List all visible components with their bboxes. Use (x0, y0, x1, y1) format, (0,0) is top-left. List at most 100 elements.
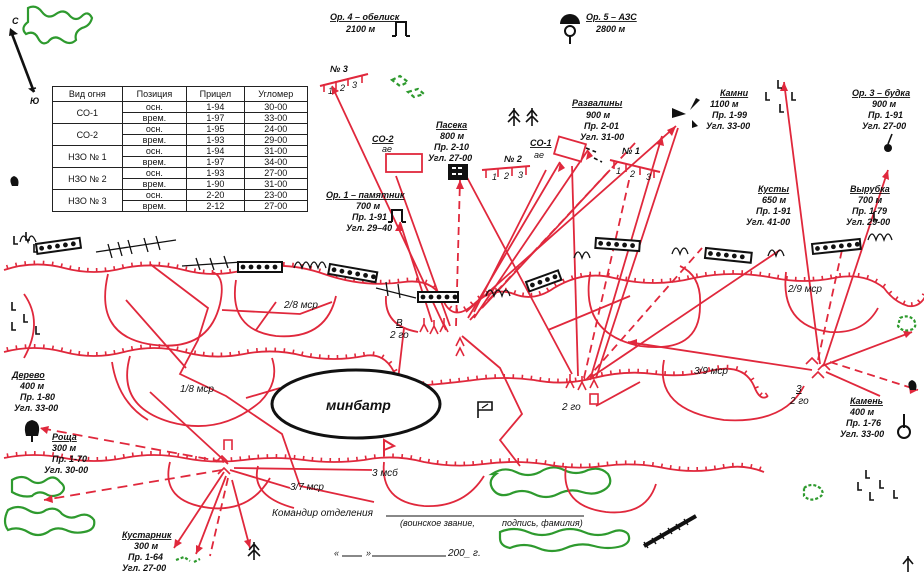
deflection-cell: 29-00 (243, 134, 309, 146)
sight-cell: 1-97 (186, 112, 245, 124)
position-2-9: 2/9 мср (787, 284, 822, 295)
compass-north-label: С (12, 16, 19, 26)
fire-zone-so2-sub: ae (382, 144, 392, 154)
landmark-kustarnik-l2: Пр. 1-64 (128, 552, 163, 562)
sector-arcs (23, 265, 879, 514)
position-cell: осн. (121, 101, 188, 113)
zone3-digit: 3 (352, 80, 357, 90)
sight-cell: 2-20 (186, 189, 245, 201)
sight-cell: 1-94 (186, 101, 245, 113)
deflection-cell: 33-00 (243, 112, 309, 124)
grass-symbols (11, 80, 898, 501)
landmark-kamni-l2: Пр. 1-99 (712, 110, 747, 120)
position-2-8: 2/8 мср (283, 300, 318, 311)
landmark-kusty-l3: Угл. 41-00 (746, 217, 790, 227)
zone1-digit: 1 (616, 166, 621, 176)
deflection-cell: 31-00 (243, 178, 309, 190)
fire-zone-1-label: № 1 (622, 146, 640, 156)
fire-type-cell: СО-2 (52, 123, 123, 146)
landmark-rosha-l1: 300 м (52, 443, 77, 453)
obstacle-blocks (34, 236, 862, 303)
rank-hint: (воинское звание, (400, 518, 475, 528)
sight-cell: 2-12 (186, 200, 245, 212)
tree-stump-icon (24, 420, 40, 442)
position-b-bottom: 2 го (389, 330, 409, 341)
landmark-kamen-title: Камень (850, 396, 883, 406)
position-b-top: В (396, 318, 403, 329)
landmark-derevo-title: Дерево (11, 370, 45, 380)
landmark-op3-l2: Пр. 1-91 (868, 110, 903, 120)
obelisk-icon (392, 21, 410, 37)
deflection-cell: 27-00 (243, 167, 309, 179)
edge-marker-icon (908, 380, 917, 390)
fire-type-cell: НЗО № 1 (52, 145, 123, 168)
landmark-razvaliny-l3: Угл. 31-00 (580, 132, 624, 142)
landmark-paseka-l1: 800 м (440, 131, 465, 141)
landmark-razvaliny-l1: 900 м (586, 110, 611, 120)
position-cell: врем. (121, 112, 188, 124)
table-header-row: Вид огня Позиция Прицел Угломер (52, 86, 309, 102)
fire-type-cell: СО-1 (52, 101, 123, 124)
landmark-vyrubka-l2: Пр. 1-79 (852, 206, 887, 216)
zone1-digit: 3 (646, 172, 651, 182)
landmark-kustarnik-l3: Угл. 27-00 (122, 563, 166, 573)
landmark-vyrubka-l1: 700 м (858, 195, 883, 205)
obstacle-block (594, 236, 641, 253)
landmark-kusty-title: Кусты (758, 184, 789, 194)
deflection-cell: 24-00 (243, 123, 309, 135)
fire-lines (39, 81, 919, 557)
landmark-op1-l2: Пр. 1-91 (352, 212, 387, 222)
landmark-rosha-l3: Угл. 30-00 (44, 465, 88, 475)
landmark-op4-distance: 2100 м (345, 24, 376, 34)
zone2-digit: 3 (518, 170, 523, 180)
position-3-bottom: 2 го (789, 396, 809, 407)
landmark-paseka-l3: Угл. 27-00 (428, 153, 472, 163)
wire-obstacles (19, 233, 893, 299)
commander-label: Командир отделения (272, 508, 374, 519)
obstacle-block (810, 237, 862, 256)
tree-icons (247, 108, 914, 572)
landmark-derevo-l2: Пр. 1-80 (20, 392, 55, 402)
position-cell: осн. (121, 123, 188, 135)
deflection-cell: 30-00 (243, 101, 309, 113)
squad-markers (215, 318, 831, 475)
landmark-kamen-l1: 400 м (849, 407, 875, 417)
landmark-op3-l1: 900 м (872, 99, 897, 109)
year-label: 200_ г. (447, 548, 481, 559)
landmark-paseka-l2: Пр. 2-10 (434, 142, 469, 152)
sight-cell: 1-95 (186, 123, 245, 135)
landmark-kamni-l3: Угл. 33-00 (706, 121, 750, 131)
landmark-kusty-l1: 650 м (762, 195, 787, 205)
landmark-kamen-l3: Угл. 33-00 (840, 429, 884, 439)
position-2go: 2 го (561, 402, 581, 413)
obstacle-block (417, 291, 459, 303)
stone-icon (897, 414, 911, 439)
obstacle-block (34, 236, 83, 256)
landmark-op1-title: Ор. 1 – памятник (326, 190, 405, 200)
landmark-op4-title: Ор. 4 – обелиск (330, 12, 400, 22)
header-deflection: Угломер (243, 86, 309, 102)
landmark-op1-l1: 700 м (356, 201, 381, 211)
header-fire-type: Вид огня (52, 86, 123, 102)
booth-icon (884, 133, 893, 152)
obstacle-block (237, 261, 283, 273)
obstacle-block (524, 269, 563, 293)
fire-zone-2-label: № 2 (504, 154, 522, 164)
fire-zone-so1-label: СО-1 (530, 138, 552, 148)
landmark-razvaliny-l2: Пр. 2-01 (584, 121, 619, 131)
sight-cell: 1-94 (186, 145, 245, 157)
obstacle-block (327, 262, 379, 284)
position-3-9: 3/9 мср (694, 366, 728, 377)
position-cell: врем. (121, 200, 188, 212)
date-quote-open: « (334, 548, 339, 558)
landmark-kustarnik-l1: 300 м (134, 541, 159, 551)
fire-type-cell: НЗО № 3 (52, 189, 123, 212)
compass-south-label: Ю (30, 96, 39, 106)
zone3-digit: 1 (328, 86, 333, 96)
